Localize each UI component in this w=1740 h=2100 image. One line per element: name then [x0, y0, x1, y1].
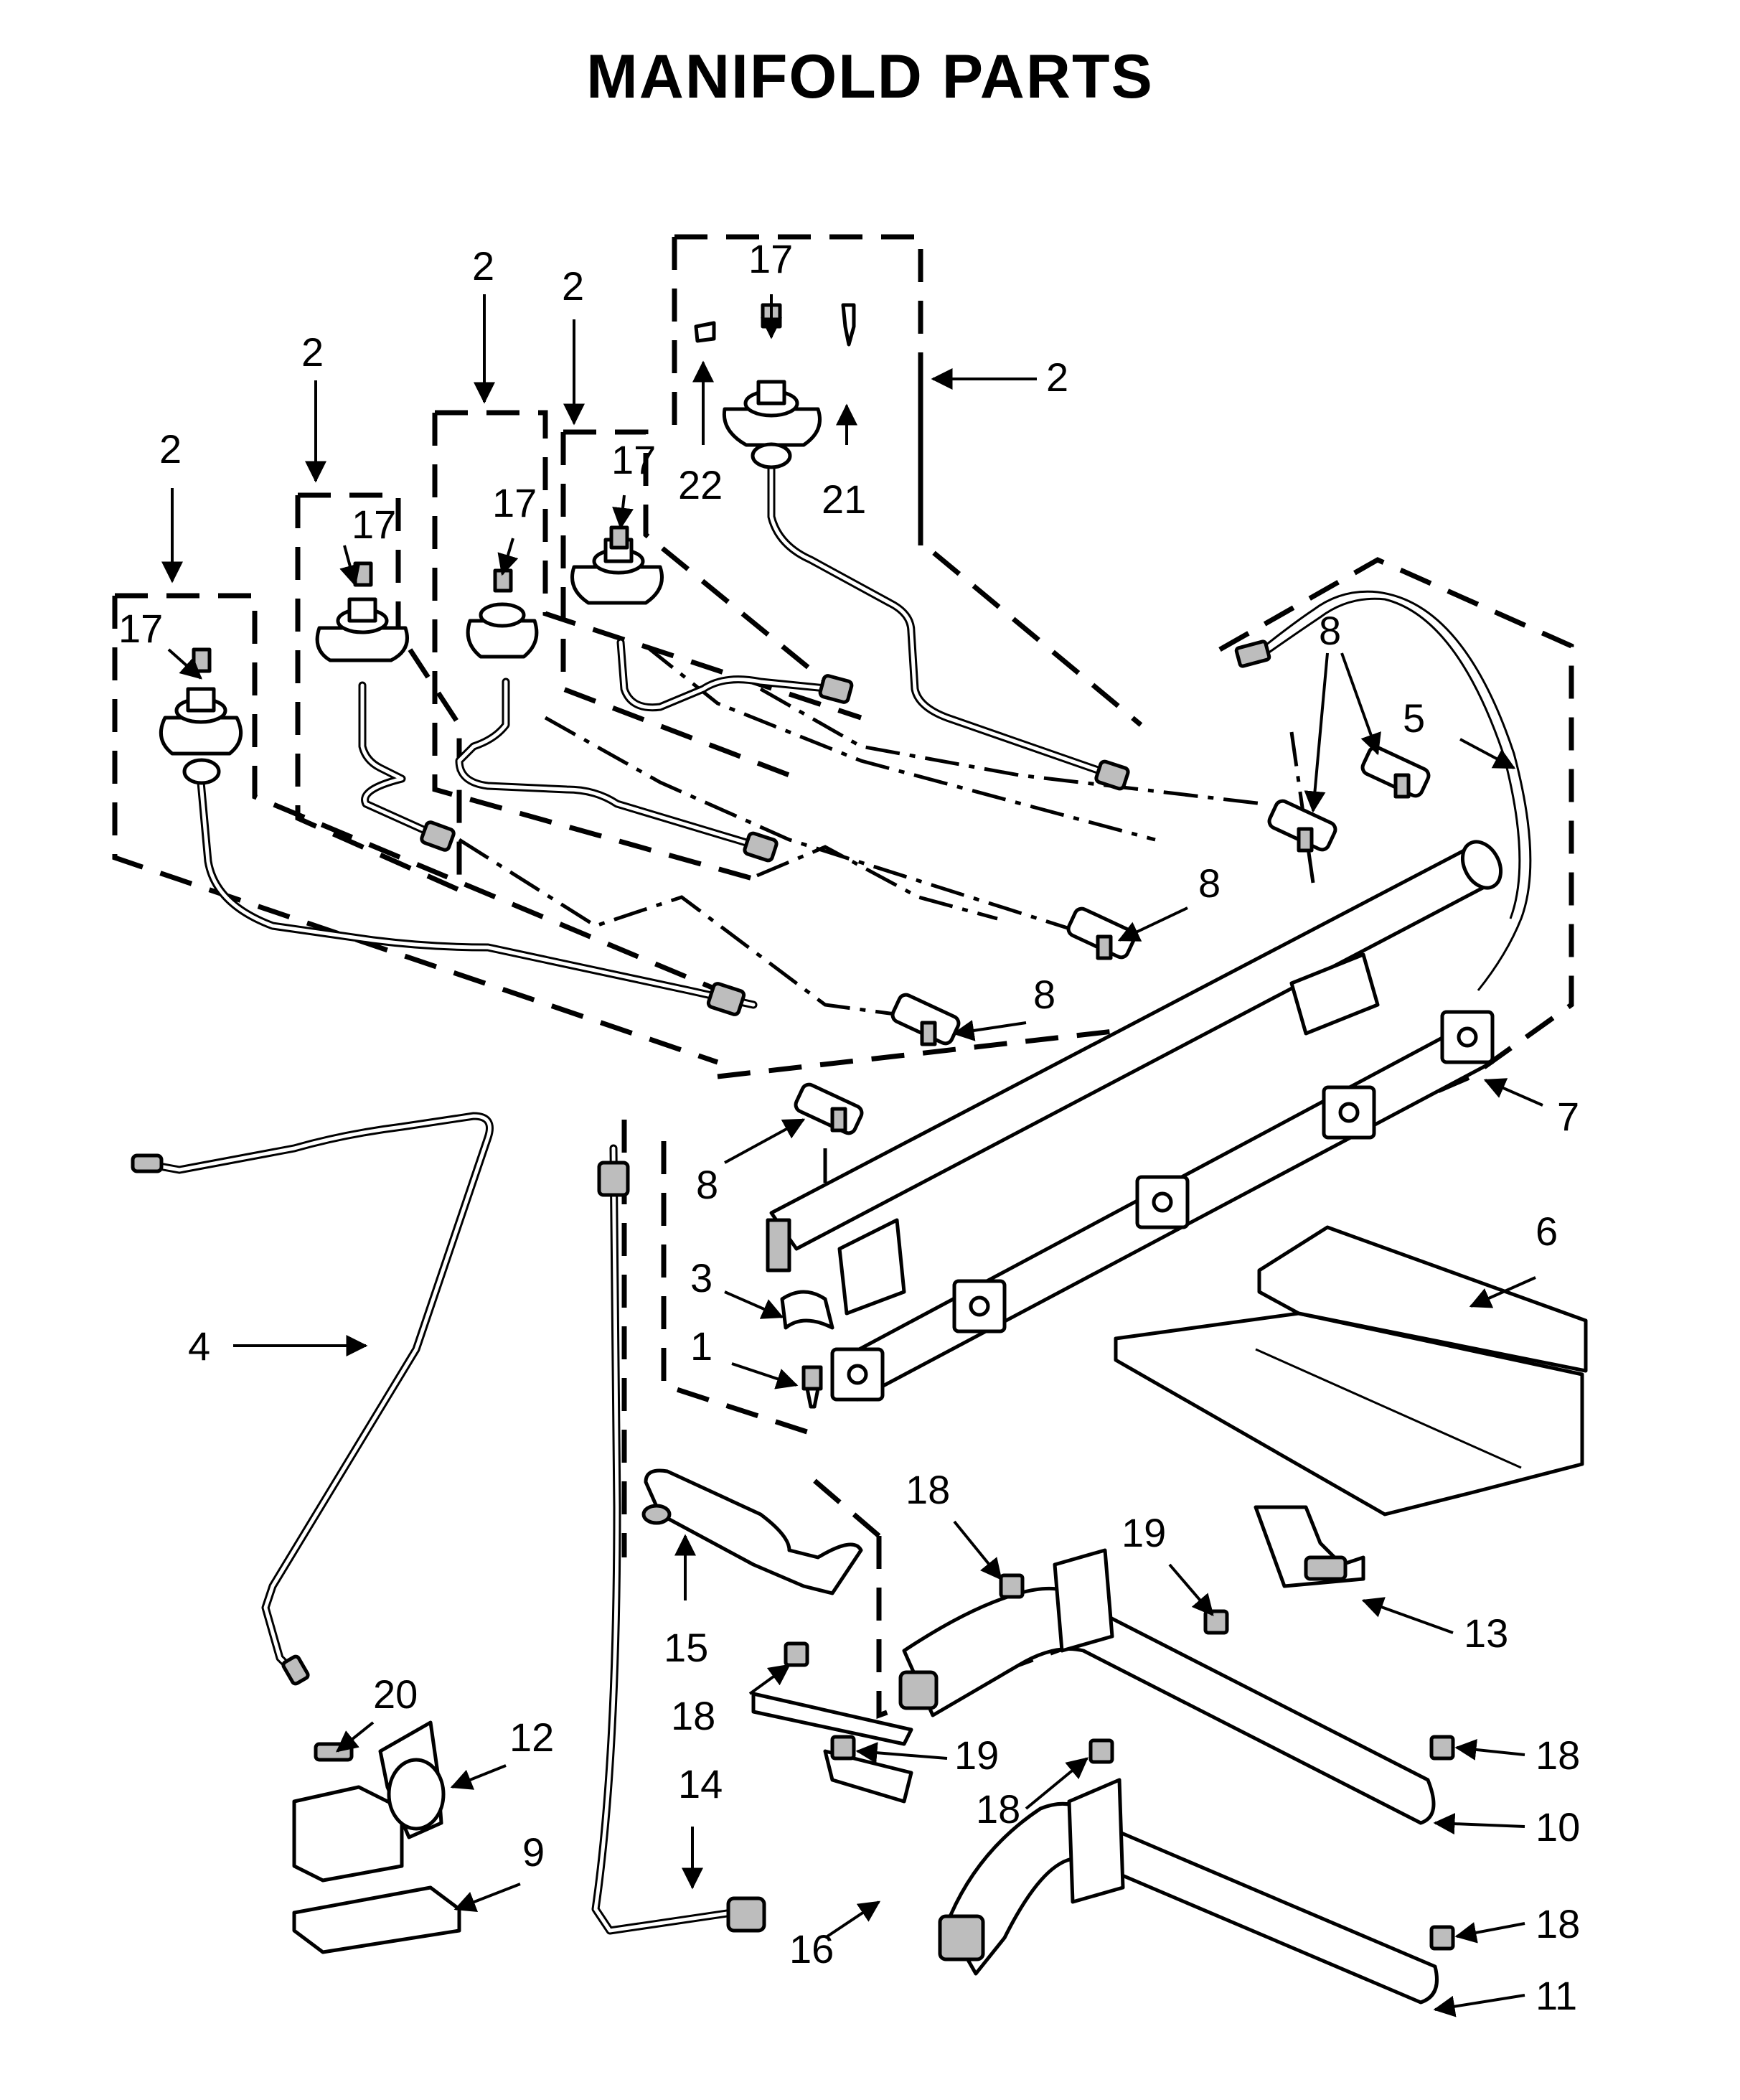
orifice-holder-3 — [1066, 906, 1137, 960]
bracket-clip-3 — [1135, 1175, 1190, 1229]
broil-burner-11 — [938, 1778, 1439, 2005]
screws — [784, 1573, 1455, 1951]
callout-18: 18 — [1536, 1733, 1580, 1778]
callout-19: 19 — [1121, 1510, 1166, 1555]
callout-3: 3 — [690, 1255, 713, 1300]
callout-22: 22 — [678, 462, 723, 507]
callout-2: 2 — [1046, 355, 1068, 400]
manifold-bracket — [830, 1010, 1495, 1402]
orifice-holder-5 — [1360, 745, 1431, 799]
callout-19: 19 — [954, 1733, 999, 1778]
wire-harness — [1234, 590, 1532, 991]
callout-1: 1 — [690, 1323, 713, 1369]
bake-burner-10 — [898, 1548, 1436, 1825]
callout-17: 17 — [492, 480, 537, 525]
burner-valve-1 — [159, 647, 243, 785]
burner-valve-3 — [466, 568, 539, 659]
callout-20: 20 — [373, 1672, 418, 1717]
screw-1 — [801, 1365, 823, 1409]
callout-13: 13 — [1464, 1611, 1508, 1656]
regulator-bracket-9 — [292, 1885, 461, 1954]
callout-17: 17 — [611, 437, 656, 482]
callout-18: 18 — [976, 1786, 1020, 1832]
callout-4: 4 — [188, 1323, 210, 1369]
tube-fitting-3 — [743, 831, 779, 863]
callout-18: 18 — [906, 1467, 950, 1512]
orifice-holders — [794, 745, 1431, 1135]
inlet-tube-14 — [591, 1144, 766, 1935]
routing-lines — [458, 644, 1315, 1220]
leader-arrows — [161, 294, 1543, 2017]
clip-22 — [694, 321, 716, 343]
callout-2: 2 — [562, 263, 584, 309]
bracket-clip-5 — [830, 1347, 885, 1402]
gas-tube-4 — [131, 1112, 494, 1686]
callout-17: 17 — [352, 502, 396, 547]
callout-8: 8 — [1319, 608, 1341, 653]
spark-electrode-21 — [841, 303, 856, 347]
callout-15: 15 — [664, 1625, 708, 1670]
screw-18e — [1429, 1925, 1455, 1951]
screw-18c — [1088, 1738, 1114, 1764]
callout-2: 2 — [159, 426, 182, 472]
callout-17: 17 — [748, 236, 793, 281]
tube-fitting-5 — [1094, 759, 1130, 791]
manifold-pipe — [766, 840, 1503, 1316]
elbow-15 — [641, 1468, 863, 1595]
callout-8: 8 — [1198, 861, 1221, 906]
burner-valve-2 — [315, 561, 409, 662]
tube-fitting-1 — [706, 982, 746, 1016]
screw-18a — [999, 1573, 1025, 1599]
callout-11: 11 — [1536, 1973, 1577, 2018]
screw-19a — [1203, 1609, 1229, 1635]
callout-9: 9 — [522, 1829, 545, 1875]
clamp-3 — [780, 1290, 834, 1330]
orifice-bracket-16 — [751, 1692, 913, 1804]
orifice-bracket-13 — [1254, 1505, 1365, 1588]
callout-12: 12 — [509, 1715, 554, 1760]
valve-tubes — [197, 462, 1130, 1016]
bracket-clip-1 — [1440, 1010, 1495, 1064]
callout-8: 8 — [696, 1162, 718, 1207]
callout-6: 6 — [1536, 1209, 1558, 1254]
burner-valve-4 — [570, 525, 664, 605]
pressure-regulator — [292, 1720, 446, 1883]
page-title: MANIFOLD PARTS — [586, 42, 1154, 111]
screw-18b — [784, 1641, 809, 1667]
callout-labels: 2 2 2 2 2 17 17 17 17 17 22 21 8 8 8 8 5… — [118, 236, 1580, 2018]
callout-18: 18 — [1536, 1901, 1580, 1946]
callout-17: 17 — [118, 606, 163, 651]
callout-10: 10 — [1536, 1804, 1580, 1850]
heat-shield — [1114, 1225, 1588, 1517]
callout-14: 14 — [678, 1761, 723, 1806]
callout-2: 2 — [472, 243, 494, 289]
bracket-clip-4 — [952, 1279, 1007, 1333]
callout-5: 5 — [1403, 695, 1425, 741]
callout-8: 8 — [1033, 972, 1055, 1017]
tube-fitting-2 — [420, 820, 456, 852]
orifice-holder-1 — [794, 1082, 864, 1135]
callout-21: 21 — [822, 477, 866, 522]
tube-fitting-4 — [818, 674, 854, 704]
bracket-clip-2 — [1322, 1085, 1376, 1140]
callout-2: 2 — [301, 329, 324, 375]
callout-18: 18 — [671, 1693, 715, 1738]
screw-19b — [830, 1735, 856, 1761]
orifice-holder-2 — [890, 993, 961, 1046]
callout-7: 7 — [1557, 1094, 1579, 1139]
callout-16: 16 — [789, 1926, 834, 1972]
screw-18d — [1429, 1735, 1455, 1761]
